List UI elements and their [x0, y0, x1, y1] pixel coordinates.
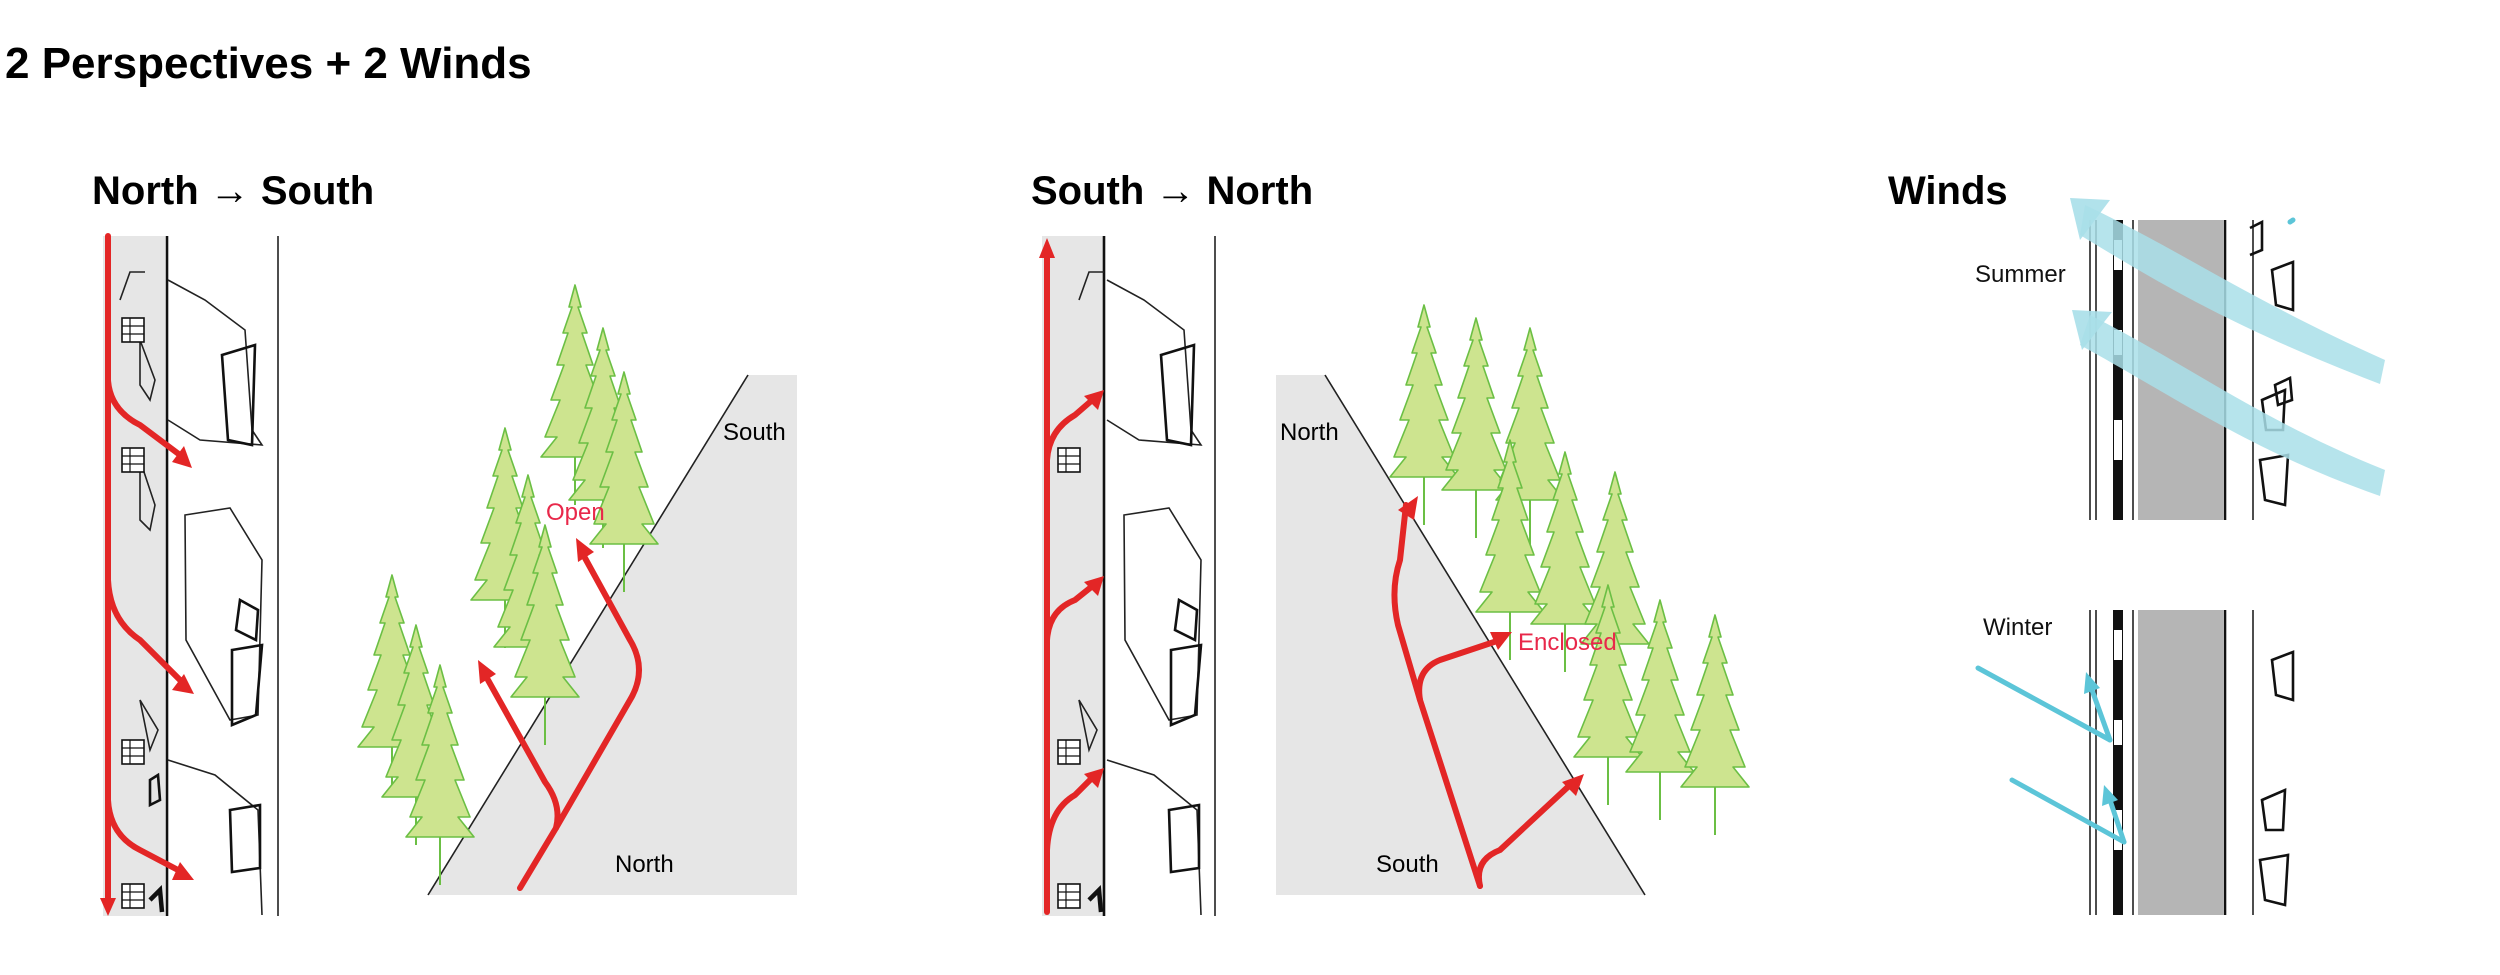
section-south-north: South → North: [1031, 169, 1750, 916]
section-title-winds: Winds: [1888, 169, 2008, 213]
plan-strip-south-north: [1042, 236, 1216, 916]
label-south-ns: South: [723, 419, 786, 446]
label-open: Open: [546, 499, 605, 526]
label-summer: Summer: [1975, 261, 2066, 288]
section-north-south: North → South: [92, 169, 797, 916]
section-title-south-north: South → North: [1031, 169, 1313, 213]
winter-wind-plan: Winter: [1975, 610, 2295, 915]
perspective-north-south: South North Open: [357, 284, 797, 896]
label-winter: Winter: [1983, 614, 2052, 641]
section-winds: Winds Summer: [1888, 169, 2385, 915]
label-north-sn: North: [1280, 419, 1339, 446]
path-arrows-south-north: [1039, 238, 1104, 915]
label-south-sn: South: [1376, 851, 1439, 878]
path-arrows-north-south: [100, 233, 194, 916]
label-north-ns: North: [615, 851, 674, 878]
page-title: 2 Perspectives + 2 Winds: [5, 39, 532, 88]
section-title-north-south: North → South: [92, 169, 374, 213]
plan-strip-north-south: [103, 236, 279, 916]
label-enclosed: Enclosed: [1518, 629, 1617, 656]
perspective-south-north: North South Enclosed: [1276, 304, 1750, 896]
summer-wind-plan: Summer: [1975, 198, 2385, 520]
